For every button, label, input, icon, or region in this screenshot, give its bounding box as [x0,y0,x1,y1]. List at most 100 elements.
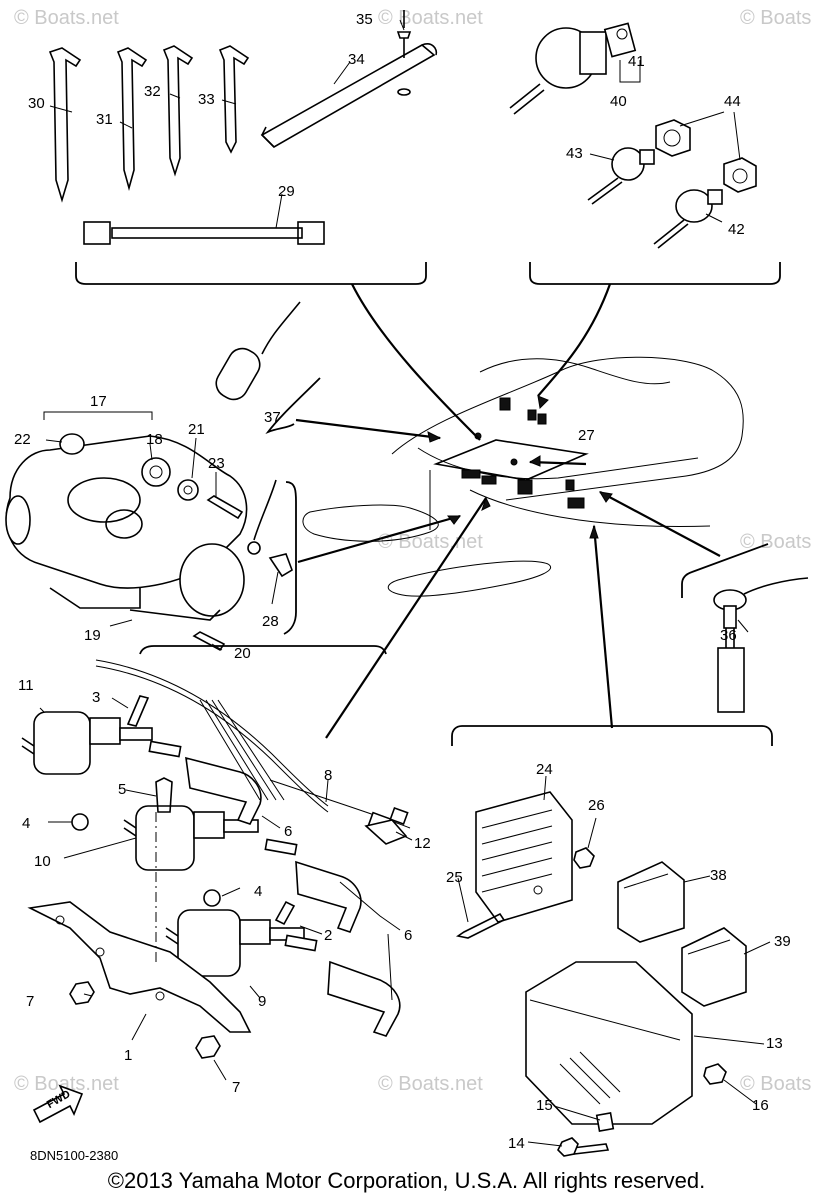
band-29 [83,221,325,245]
cable-tie-33 [218,45,250,154]
label-26: 26 [588,797,605,814]
nut-7b [195,1035,221,1059]
ignition-coil-group [21,645,413,1081]
label-12: 12 [414,835,431,852]
sensor-36 [681,543,809,713]
cap-22 [59,433,85,455]
nut-16 [703,1063,727,1085]
label-1: 1 [124,1047,132,1064]
label-4a: 4 [22,815,30,832]
label-30: 30 [28,95,45,112]
label-7b: 7 [232,1079,240,1096]
label-10: 10 [34,853,51,870]
label-20: 20 [234,645,251,662]
bolt-2 [274,900,296,926]
ignition-coil-10 [123,805,259,871]
watermark-top-center: © Boats.net [378,7,483,29]
watermark-mid-center: © Boats.net [378,531,483,553]
label-3: 3 [92,689,100,706]
washer-15 [595,1111,615,1133]
plug-caps-6 [185,756,401,1037]
label-22: 22 [14,431,31,448]
label-29: 29 [278,183,295,200]
label-41: 41 [628,53,645,70]
clip-5 [155,777,173,813]
relay-38 [617,861,685,943]
label-43: 43 [566,145,583,162]
label-31: 31 [96,111,113,128]
hi-tension-leads [148,740,318,952]
label-23: 23 [208,455,225,472]
switch-42 [653,189,723,249]
label-8: 8 [324,767,332,784]
cable-tie-32 [162,45,194,177]
label-16: 16 [752,1097,769,1114]
label-7a: 7 [26,993,34,1010]
watermark-bottom-left: © Boats.net [14,1073,119,1095]
watermark-bottom-right: © Boats.net [740,1073,813,1095]
rectifier-regulator-24 [475,791,573,923]
cable-tie-31 [116,47,148,191]
label-9: 9 [258,993,266,1010]
label-5: 5 [118,781,126,798]
relay-39 [681,927,747,1007]
cable-tie-30 [48,47,82,203]
label-17: 17 [90,393,107,410]
ignition-coil-11 [21,711,153,775]
label-6b: 6 [404,927,412,944]
label-28: 28 [262,613,279,630]
copyright-notice: ©2013 Yamaha Motor Corporation, U.S.A. A… [107,1168,706,1193]
nut-44a [655,119,691,157]
main-switch-40 [509,27,607,115]
holder-34 [260,43,438,148]
snowmobile-outline [295,283,744,739]
rivet-35 [396,10,412,58]
group-switches [509,22,781,285]
starter-motor-assembly [5,435,248,621]
ignition-coil-9 [165,909,305,977]
label-32: 32 [144,83,161,100]
bracket-1 [27,901,252,1033]
bolt-3 [126,695,150,727]
label-39: 39 [774,933,791,950]
label-21: 21 [188,421,205,438]
nut-7a [69,981,95,1005]
switch-43 [587,147,655,205]
condenser-37 [215,301,321,435]
label-40: 40 [610,93,627,110]
label-35: 35 [356,11,373,28]
group-regulator-and-cdi [451,725,773,1157]
label-14: 14 [508,1135,525,1152]
part-number-labels: 30 31 32 33 34 35 29 41 40 44 43 42 37 2… [14,11,791,1152]
nut-44b [723,157,757,193]
label-42: 42 [728,221,745,238]
label-24: 24 [536,761,553,778]
bolt-20 [192,631,226,652]
label-36: 36 [720,627,737,644]
group-cable-ties-and-bands [48,10,438,285]
watermark-bottom-center: © Boats.net [378,1073,483,1095]
nut-26 [573,847,595,869]
label-2: 2 [324,927,332,944]
label-37: 37 [264,409,281,426]
label-25: 25 [446,869,463,886]
label-6a: 6 [284,823,292,840]
label-4b: 4 [254,883,262,900]
label-34: 34 [348,51,365,68]
label-38: 38 [710,867,727,884]
cdi-unit-13 [525,961,693,1125]
label-44: 44 [724,93,741,110]
bolt-25 [455,912,506,939]
bolt-14 [557,1137,610,1157]
washer-21 [177,479,199,501]
label-27: 27 [578,427,595,444]
watermark-top-left: © Boats.net [14,7,119,29]
connector-12 [364,819,408,845]
label-11: 11 [18,677,34,694]
bolt-23 [206,495,244,520]
lead-wire-28-part [247,479,293,578]
key-41 [603,22,637,58]
label-13: 13 [766,1035,783,1052]
caps-4 [71,813,221,907]
